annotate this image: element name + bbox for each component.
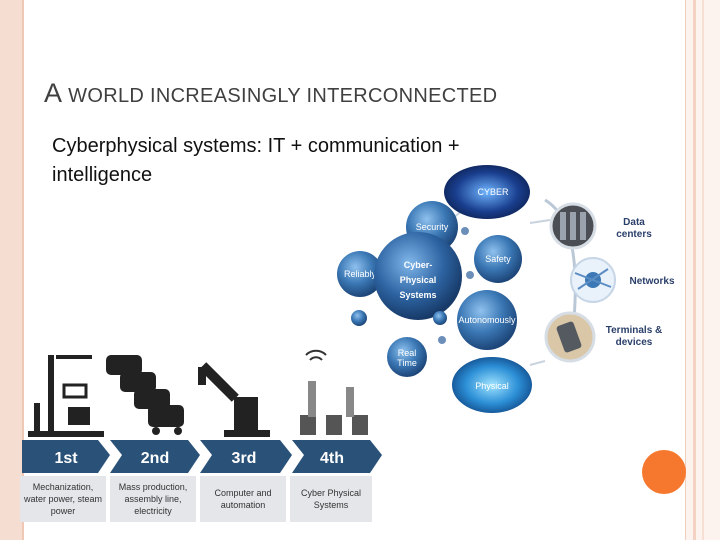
cps-diagram: CYBER Security Safety Reliably Cyber- Ph… xyxy=(330,165,682,455)
stage-arrow-4 xyxy=(292,440,382,473)
stage-arrow-2 xyxy=(110,440,200,473)
caption-4-line-2: Systems xyxy=(314,500,349,510)
terminals-line-2: devices xyxy=(616,337,653,348)
terminals-line-1: Terminals & xyxy=(606,325,663,336)
wifi-robot-icon xyxy=(300,349,368,435)
steam-engine-icon xyxy=(28,355,104,437)
bullet-line-1: Cyberphysical systems: IT + communicatio… xyxy=(52,135,460,157)
industry-svg: 1st 2nd 3rd 4th Mechanization, water pow… xyxy=(20,349,382,522)
network-link-icon-2 xyxy=(577,268,609,290)
caption-2-line-2: assembly line, xyxy=(124,494,181,504)
safety-label: Safety xyxy=(485,254,511,264)
physical-globe xyxy=(452,357,532,413)
cyber-globe xyxy=(444,165,530,219)
stage-label-3: 3rd xyxy=(232,450,257,467)
cps-diagram-svg: CYBER Security Safety Reliably Cyber- Ph… xyxy=(337,165,675,413)
stage-arrow-1 xyxy=(22,440,110,473)
physical-label: Physical xyxy=(475,381,509,391)
small-bubble-2 xyxy=(433,311,447,325)
autonomously-label: Autonomously xyxy=(458,315,516,325)
bullet-text: Cyberphysical systems: IT + communicatio… xyxy=(52,132,572,190)
connector-line-2 xyxy=(529,360,546,366)
caption-2-line-3: electricity xyxy=(134,506,172,516)
payment-terminal-icon xyxy=(556,321,582,353)
server-rack-icon xyxy=(560,212,566,240)
stage-label-4: 4th xyxy=(320,450,344,467)
slide-frame-right-line2 xyxy=(702,0,704,540)
caption-box-4 xyxy=(290,476,372,522)
caption-2-line-1: Mass production, xyxy=(119,482,188,492)
center-line-1: Cyber- xyxy=(404,260,433,270)
caption-4-line-1: Cyber Physical xyxy=(301,488,361,498)
autonomously-bubble xyxy=(457,290,517,350)
slide-frame-left-line xyxy=(22,0,24,540)
cps-center-bubble xyxy=(374,232,462,320)
server-rack-icon-3 xyxy=(580,212,586,240)
bullet-line-2: intelligence xyxy=(52,164,153,186)
center-line-3: Systems xyxy=(399,290,436,300)
title-rest: WORLD INCREASINGLY INTERCONNECTED xyxy=(62,85,498,107)
dot-2 xyxy=(466,271,474,279)
stage-label-1: 1st xyxy=(54,450,78,467)
cyber-label: CYBER xyxy=(477,187,509,197)
dot-3 xyxy=(438,336,446,344)
slide-frame-right-line xyxy=(693,0,696,540)
caption-3-line-2: automation xyxy=(221,500,266,510)
car-icons xyxy=(106,355,184,435)
caption-box-3 xyxy=(200,476,286,522)
stage-arrow-3 xyxy=(200,440,292,473)
slide-frame-left xyxy=(0,0,22,540)
security-label: Security xyxy=(416,222,449,232)
server-rack-icon-2 xyxy=(570,212,576,240)
title-initial: A xyxy=(44,78,63,108)
stage-label-2: 2nd xyxy=(141,450,169,467)
industry-revolutions: 1st 2nd 3rd 4th Mechanization, water pow… xyxy=(18,345,384,525)
realtime-bubble xyxy=(387,337,427,377)
caption-1-line-3: power xyxy=(51,506,76,516)
caption-box-2 xyxy=(110,476,196,522)
connector-line xyxy=(529,219,551,224)
datacenters-line-1: Data xyxy=(623,217,645,228)
caption-box-1 xyxy=(20,476,106,522)
datacenters-line-2: centers xyxy=(616,229,652,240)
reliably-bubble xyxy=(337,251,383,297)
dot xyxy=(461,227,469,235)
small-bubble xyxy=(351,310,367,326)
robot-arm-icon xyxy=(198,362,270,437)
time-label: Time xyxy=(397,358,417,368)
reliably-label: Reliably xyxy=(344,269,377,279)
networks-label: Networks xyxy=(629,276,674,287)
real-label: Real xyxy=(398,348,417,358)
center-line-2: Physical xyxy=(400,275,437,285)
orange-decor-circle xyxy=(642,450,686,494)
caption-3-line-1: Computer and xyxy=(214,488,271,498)
caption-1-line-2: water power, steam xyxy=(23,494,102,504)
slide-title: A WORLD INCREASINGLY INTERCONNECTED xyxy=(44,78,497,109)
caption-1-line-1: Mechanization, xyxy=(33,482,94,492)
safety-bubble xyxy=(474,235,522,283)
